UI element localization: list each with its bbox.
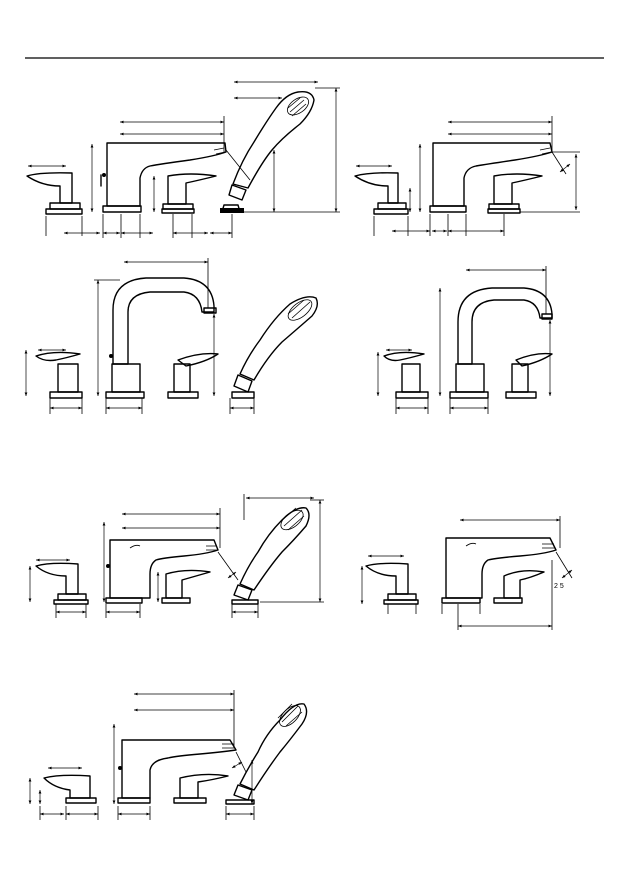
handle-valve-right [488,174,542,213]
handshower [232,506,309,604]
spout [442,538,556,603]
handshower [232,296,317,398]
handle-valve-right [168,354,218,398]
spout [118,740,236,803]
bath-4hole-set-with-handshower-c [30,690,307,820]
spout [106,278,216,398]
handle-valve-right [494,571,544,603]
tall-spout-set-with-handshower [26,258,317,414]
handle-valve-left [36,352,82,398]
handle-valve-left [44,775,96,803]
handle-valve-right [174,774,228,803]
handle-valve-right [162,570,210,603]
dimensions [30,690,254,820]
bath-4hole-set-with-handshower-a [27,82,340,238]
bath-3hole-set-a [355,116,580,236]
handshower [226,702,307,804]
handshower [220,92,314,213]
dimensions [356,116,580,236]
handle-valve-left [384,352,428,398]
angle-label: 2 5 [554,583,564,590]
handle-valve-left [27,173,82,214]
handle-valve-left [36,563,88,604]
tall-spout-3hole-set [378,266,552,414]
handle-valve-left [355,173,408,214]
bath-4hole-set-with-handshower-b [30,494,324,618]
spout [450,288,552,398]
handle-valve-right [162,174,216,213]
handle-valve-left [366,563,418,604]
bath-3hole-set-b: 2 5 [362,516,572,630]
handle-valve-right [506,354,552,398]
